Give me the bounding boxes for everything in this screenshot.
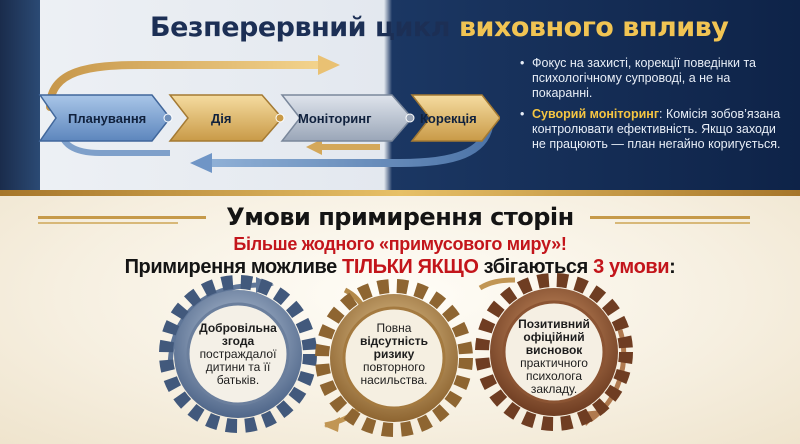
decorative-line [38, 222, 178, 224]
condition-part-1: Примирення можливе [124, 256, 343, 278]
cycle-diagram [38, 55, 500, 173]
gear-2-title: відсутність ризику [359, 334, 429, 361]
arrow-planning [38, 94, 171, 142]
arrow-correction [410, 94, 500, 142]
arrow-monitoring [280, 94, 413, 142]
step-label-correction: Корекція [420, 111, 477, 126]
arrow-action [168, 94, 283, 142]
bullet-item-focus: • Фокус на захисті, корекції поведінки т… [520, 56, 792, 101]
title-part-1: Безперервний цикл [150, 12, 459, 43]
gear-1-desc: постраждалої дитини та її батьків. [199, 347, 277, 387]
decorative-line [38, 216, 206, 219]
gear-3 [475, 273, 633, 431]
decorative-line [615, 222, 750, 224]
bullet-item-monitoring: • Суворий моніторинг: Комісія зобов’язан… [520, 107, 792, 152]
gear-3-desc: практичного психолога закладу. [520, 356, 588, 396]
left-accent-strip [0, 0, 40, 192]
condition-part-5: : [669, 256, 676, 278]
gear-1-text: Добровільна згода постраждалої дитини та… [190, 322, 286, 387]
reconciliation-title: Умови примирення сторін [226, 203, 574, 231]
connector-dot [163, 113, 173, 123]
step-label-monitoring: Моніторинг [298, 111, 372, 126]
gear-2-desc: повторного насильства. [360, 360, 428, 387]
loop-arrowhead-top [318, 55, 340, 75]
bullet-text: : Комісія зобов’язана контролювати ефект… [532, 107, 781, 151]
bullet-dot: • [520, 107, 525, 121]
bullet-dot: • [520, 56, 525, 70]
gear-2-pre: Повна [376, 321, 412, 335]
arc-arrowhead [324, 417, 340, 432]
gear-3-text: Позитивний офіційний висновок практичног… [506, 318, 602, 396]
gear-2-text: Повна відсутність ризику повторного наси… [346, 322, 442, 387]
gear-3-title: Позитивний офіційний висновок [518, 317, 590, 357]
loop-arrowhead-inner [306, 139, 322, 155]
condition-part-2: ТІЛЬКИ ЯКЩО [342, 256, 479, 278]
cycle-title: Безперервний цикл виховного впливу [150, 12, 729, 43]
bullet-text: Фокус на захисті, корекції поведінки та … [532, 56, 756, 100]
gear-1-title: Добровільна згода [199, 321, 277, 348]
title-part-2: виховного впливу [458, 12, 729, 43]
bullet-list: • Фокус на захисті, корекції поведінки т… [520, 56, 792, 158]
warning-text: Більше жодного «примусового миру»! [233, 234, 567, 254]
connector-dot [275, 113, 285, 123]
gear-1 [159, 275, 317, 433]
condition-text: Примирення можливе ТІЛЬКИ ЯКЩО збігаютьс… [0, 256, 800, 279]
loop-arrowhead-bottom [190, 153, 212, 173]
decorative-line [590, 216, 750, 219]
bullet-key: Суворий моніторинг [532, 107, 660, 121]
step-label-planning: Планування [68, 111, 147, 126]
section-divider [0, 190, 800, 196]
gears-graphic [159, 273, 633, 437]
gear-2 [315, 279, 473, 437]
arc-arrow [478, 277, 516, 291]
condition-part-4: 3 умови [593, 256, 670, 278]
step-label-action: Дія [211, 111, 232, 126]
condition-part-3: збігаються [478, 256, 594, 278]
connector-dot [405, 113, 415, 123]
